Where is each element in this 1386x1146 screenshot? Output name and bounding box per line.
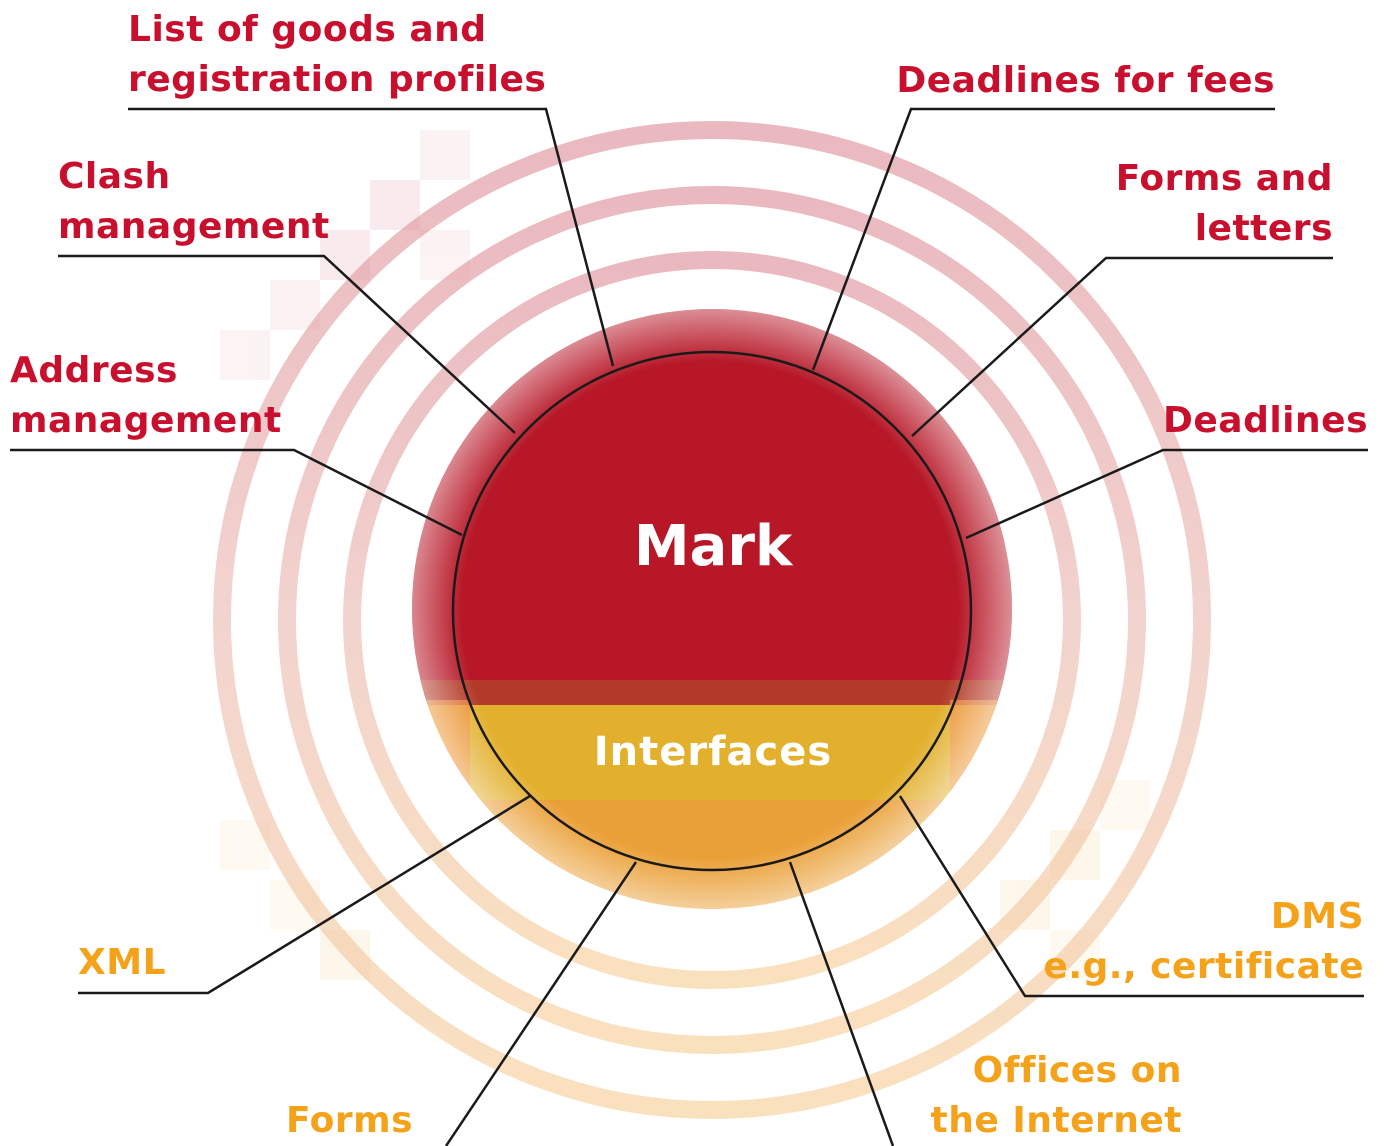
connector-dms [898, 795, 1364, 998]
connector-forms-letters [911, 256, 1333, 437]
concentric-rings [213, 121, 1211, 1119]
label-deadlines: Deadlines [1162, 400, 1368, 441]
connector-lines [10, 107, 1368, 1146]
connector-address [10, 448, 463, 537]
connector-clash [58, 254, 516, 434]
connector-xml [78, 794, 531, 995]
connector-offices [788, 861, 895, 1146]
core-title-interfaces: Interfaces [593, 729, 833, 775]
mosaic-background [220, 130, 1150, 980]
label-deadlines-for-fees: Deadlines for fees [896, 60, 1275, 101]
connector-fees [811, 107, 1275, 371]
core-title-mark: Mark [633, 514, 793, 579]
core-circle [412, 309, 1012, 909]
core-outline [451, 350, 973, 872]
connector-deadlines [965, 448, 1368, 540]
label-forms: Forms [286, 1100, 414, 1141]
connector-goods [128, 107, 615, 367]
connector-forms [444, 861, 638, 1146]
label-xml: XML [78, 942, 167, 983]
